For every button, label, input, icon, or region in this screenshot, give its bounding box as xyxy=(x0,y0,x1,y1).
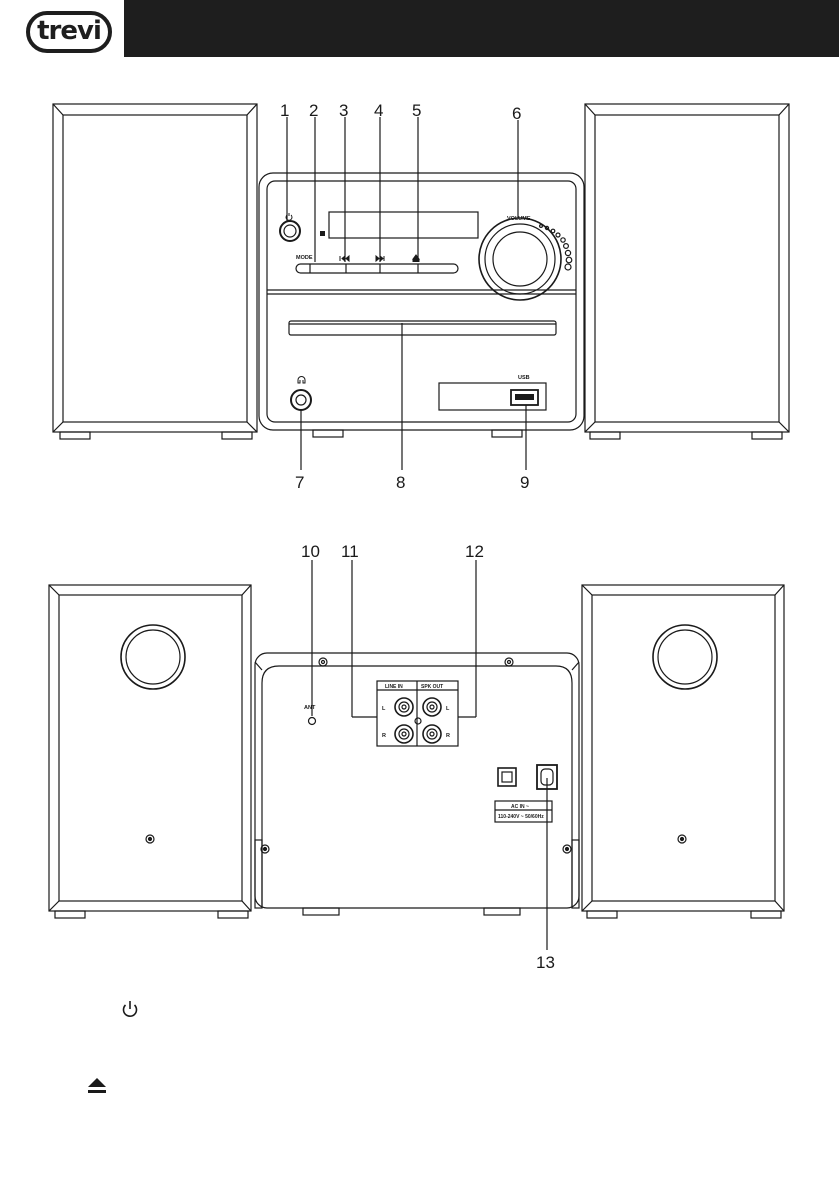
usb-label: USB xyxy=(518,375,530,381)
callout-4: 4 xyxy=(374,101,383,120)
antenna-socket xyxy=(309,718,316,725)
callout-12: 12 xyxy=(465,542,484,561)
callout-6: 6 xyxy=(512,104,521,123)
mode-label: MODE xyxy=(296,255,313,261)
volume-label: VOLUME xyxy=(507,216,531,222)
rear-callout-lines xyxy=(312,560,547,950)
headphone-jack xyxy=(291,390,311,410)
eject-icon xyxy=(88,1078,106,1093)
spk-out-left-label: L xyxy=(446,706,450,712)
callout-7: 7 xyxy=(295,473,304,492)
rear-right-speaker xyxy=(582,585,784,918)
spk-out-right-label: R xyxy=(446,733,450,739)
double-insulation-symbol xyxy=(498,768,516,786)
line-in-label: LINE IN xyxy=(385,684,403,690)
front-left-speaker xyxy=(53,104,257,439)
callout-1: 1 xyxy=(280,101,289,120)
spk-out-label: SPK OUT xyxy=(421,684,443,690)
ac-in-label: AC IN ~ xyxy=(511,804,529,810)
rear-main-unit xyxy=(255,653,579,915)
headphone-icon xyxy=(298,377,305,383)
front-main-unit xyxy=(259,173,584,437)
line-in-right-label: R xyxy=(382,733,386,739)
ir-sensor xyxy=(320,231,325,236)
rear-left-speaker xyxy=(49,585,251,918)
callout-10: 10 xyxy=(301,542,320,561)
callout-2: 2 xyxy=(309,101,318,120)
callout-13: 13 xyxy=(536,953,555,972)
callout-11: 11 xyxy=(341,542,359,561)
callout-3: 3 xyxy=(339,101,348,120)
ant-label: ANT xyxy=(304,705,316,711)
display-window xyxy=(329,212,478,238)
prev-icon xyxy=(340,256,349,261)
cd-slot xyxy=(289,321,556,335)
callout-5: 5 xyxy=(412,101,421,120)
button-strip xyxy=(296,264,458,273)
volume-knob xyxy=(479,218,561,300)
power-button xyxy=(280,221,300,241)
callout-8: 8 xyxy=(396,473,405,492)
ac-spec-label: 110-240V ~ 50/60Hz xyxy=(498,814,544,820)
line-in-left-label: L xyxy=(382,706,386,712)
front-right-speaker xyxy=(585,104,789,439)
power-icon xyxy=(123,1001,136,1016)
callout-9: 9 xyxy=(520,473,529,492)
next-icon xyxy=(376,256,384,261)
